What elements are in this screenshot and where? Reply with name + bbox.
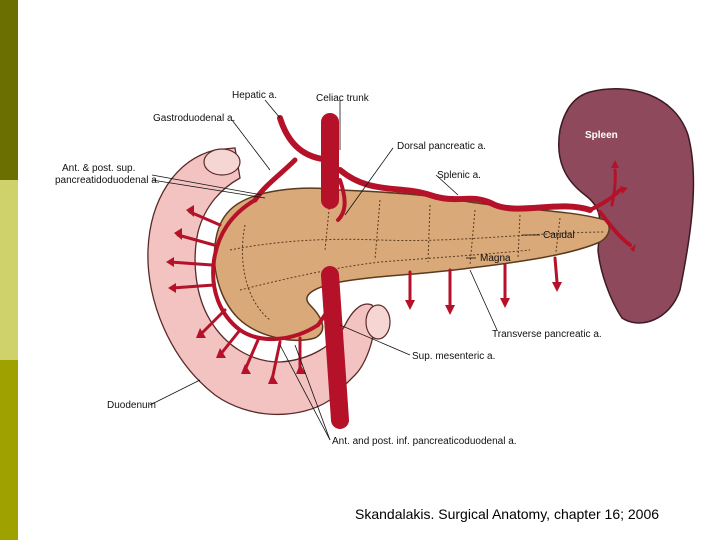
label-magna: Magna: [480, 253, 511, 264]
hepatic-artery: [277, 115, 338, 163]
gastroduodenal-artery: [252, 157, 298, 203]
label-spleen: Spleen: [585, 130, 618, 141]
label-splenic: Splenic a.: [437, 170, 481, 181]
leader-lines: [149, 99, 540, 441]
sup-pancreaticoduodenal-arcade: [211, 198, 320, 342]
splenic-artery: [337, 167, 593, 213]
inf-pancreaticoduodenal-artery: [316, 293, 337, 327]
duodenum-distal-opening: [365, 304, 391, 340]
label-transverse-pancreatic: Transverse pancreatic a.: [492, 329, 602, 340]
citation: Skandalakis. Surgical Anatomy, chapter 1…: [355, 506, 660, 522]
sidebar-band-bottom: [0, 360, 18, 540]
label-ant-post-sup-line1: Ant. & post. sup.: [62, 163, 135, 174]
label-gastroduodenal: Gastroduodenal a.: [153, 113, 235, 124]
label-ant-post-inf: Ant. and post. inf. pancreaticoduodenal …: [332, 436, 517, 447]
duodenum: [147, 147, 376, 416]
label-ant-post-sup-line2: pancreatidoduodenal a.: [55, 175, 160, 186]
arteries: [168, 113, 632, 429]
spleen: [558, 88, 695, 324]
label-caudal: Caudal: [543, 230, 575, 241]
label-duodenum: Duodenum: [107, 400, 156, 411]
label-hepatic: Hepatic a.: [232, 90, 277, 101]
sidebar-band-middle: [0, 180, 18, 360]
arrowheads: [166, 160, 636, 384]
sidebar-band-top: [0, 0, 18, 180]
label-celiac-trunk: Celiac trunk: [316, 93, 370, 104]
dorsal-pancreatic-artery: [336, 178, 347, 222]
label-dorsal-pancreatic: Dorsal pancreatic a.: [397, 141, 486, 152]
label-sup-mesenteric: Sup. mesenteric a.: [412, 351, 495, 362]
pancreas: [213, 187, 610, 341]
duodenum-proximal-opening: [203, 148, 241, 176]
